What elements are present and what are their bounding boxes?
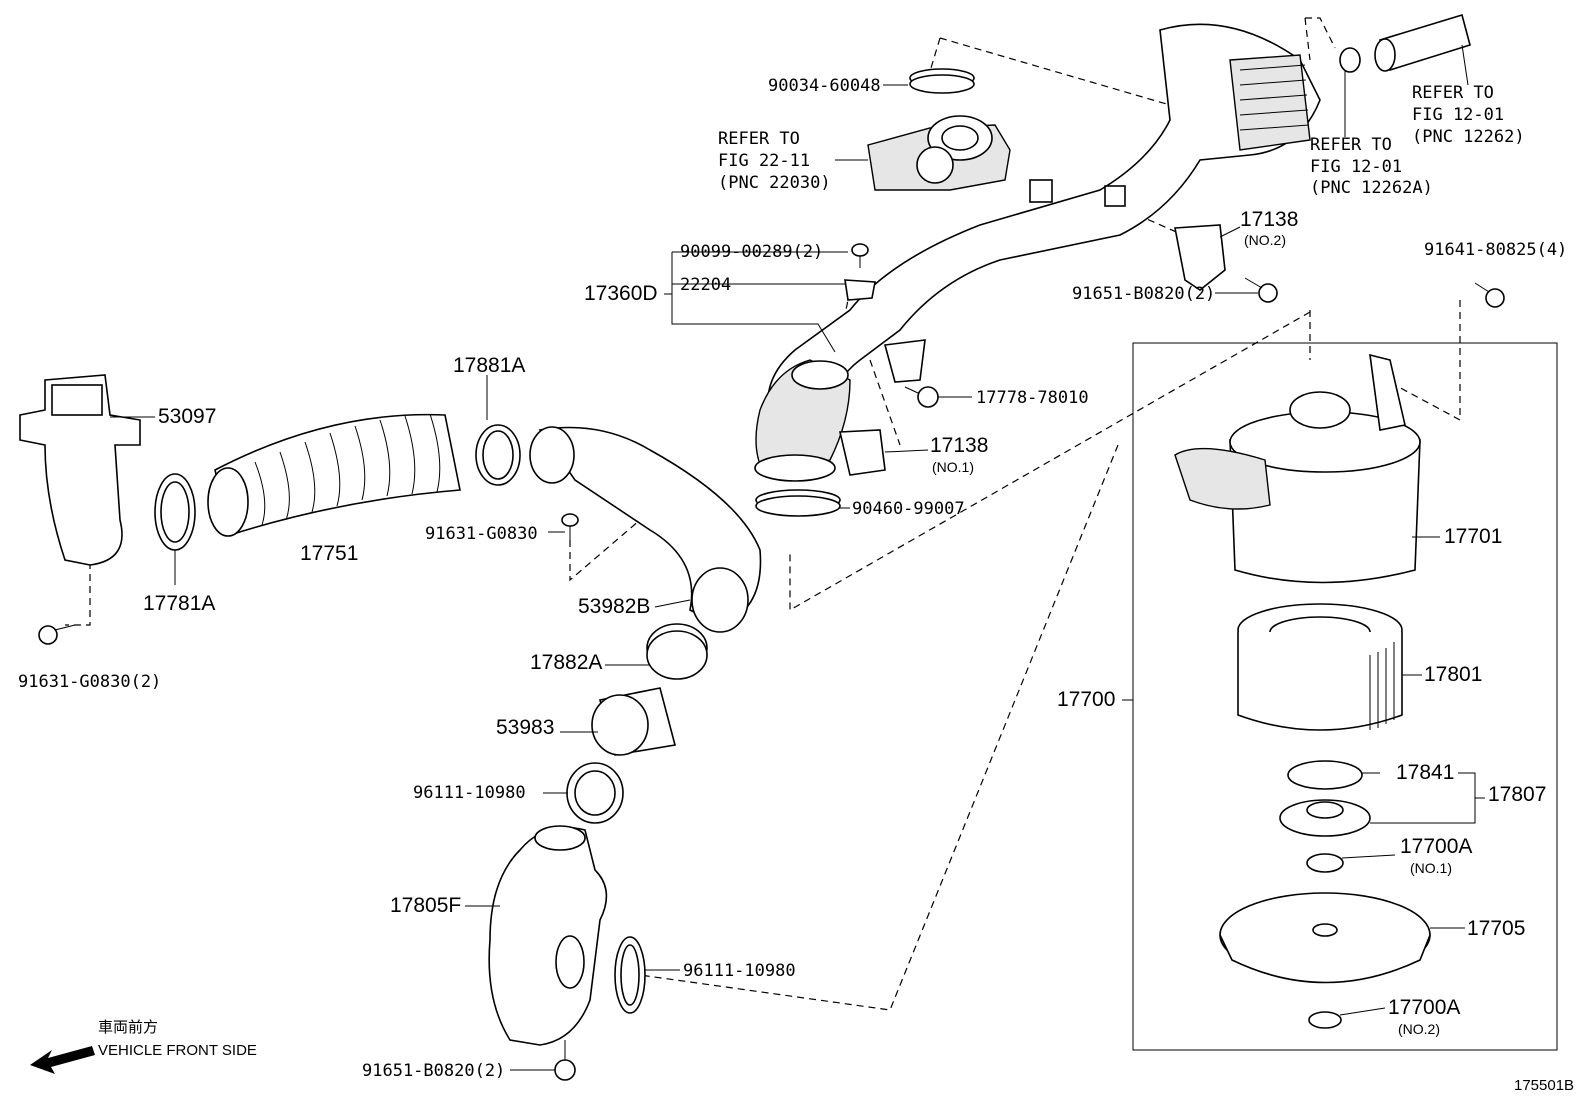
label-17700A-no1-note: (NO.1)	[1410, 860, 1452, 876]
svg-text:FIG 22-11: FIG 22-11	[718, 151, 810, 171]
clamp-96111-upper	[566, 762, 624, 824]
grommet-17700A-no2	[1308, 1011, 1342, 1029]
bolt-17778	[904, 386, 939, 408]
clamp-17781A	[154, 473, 196, 551]
svg-text:(PNC 12262): (PNC 12262)	[1412, 127, 1525, 147]
label-90034: 90034-60048	[768, 76, 881, 96]
label-91651-bottom: 91651-B0820(2)	[362, 1061, 505, 1081]
inlet-53097	[19, 374, 141, 566]
sensor-clip-22204	[844, 279, 876, 301]
front-direction-arrow-icon	[30, 1046, 95, 1074]
label-96111-upper: 96111-10980	[413, 783, 526, 803]
label-53983: 53983	[496, 716, 554, 739]
label-91641: 91641-80825(4)	[1424, 240, 1567, 260]
label-17882A: 17882A	[530, 651, 602, 674]
svg-text:(PNC 22030): (PNC 22030)	[718, 173, 831, 193]
label-90460: 90460-99007	[852, 499, 965, 519]
label-17807: 17807	[1488, 783, 1546, 806]
ring-17841	[1287, 760, 1363, 790]
label-17781A: 17781A	[143, 592, 215, 615]
label-17138-no1-note: (NO.1)	[932, 459, 974, 475]
filter-element-17801	[1237, 603, 1403, 731]
inlet-duct-17360D	[767, 23, 1321, 422]
leader-lines	[110, 44, 1485, 1071]
label-17700A-no2-note: (NO.2)	[1398, 1021, 1440, 1037]
joint-53983	[591, 687, 676, 756]
svg-text:REFER TO: REFER TO	[1310, 135, 1392, 155]
label-17751: 17751	[300, 542, 358, 565]
label-17705: 17705	[1467, 917, 1525, 940]
clamp-17881A	[475, 424, 521, 486]
hose-53982B	[529, 426, 762, 633]
label-17841: 17841	[1396, 761, 1454, 784]
label-90099: 90099-00289(2)	[680, 242, 823, 262]
label-91631-left: 91631-G0830(2)	[18, 672, 161, 692]
bolt-91631-left	[38, 624, 76, 645]
svg-text:REFER TO: REFER TO	[718, 129, 800, 149]
bolt-91641	[1474, 282, 1505, 308]
ref-throttle-note: REFER TO FIG 22-11 (PNC 22030)	[718, 129, 831, 193]
label-17700: 17700	[1057, 688, 1115, 711]
label-17700A-no1: 17700A	[1400, 835, 1472, 858]
label-17801: 17801	[1424, 663, 1482, 686]
svg-text:REFER TO: REFER TO	[1412, 83, 1494, 103]
label-53097: 53097	[158, 405, 216, 428]
elbow-joint	[754, 359, 851, 482]
label-53982B: 53982B	[578, 595, 650, 618]
ref-hose-note: REFER TO FIG 12-01 (PNC 12262)	[1412, 83, 1525, 147]
clamp-96111-lower	[614, 936, 646, 1014]
bolt-91631-mid	[561, 513, 579, 545]
direction-label-jp: 車両前方	[98, 1019, 158, 1036]
air-cleaner-assembly-box	[1132, 342, 1558, 1051]
svg-text:FIG 12-01: FIG 12-01	[1412, 105, 1504, 125]
hose-12262	[1339, 13, 1471, 73]
label-17360D: 17360D	[584, 282, 658, 305]
band-clamp-90034	[909, 68, 975, 94]
bolt-91651-bottom	[554, 1040, 576, 1081]
svg-text:(PNC 12262A): (PNC 12262A)	[1310, 178, 1433, 198]
direction-label-en: VEHICLE FRONT SIDE	[98, 1042, 257, 1059]
bolt-91651-top	[1244, 277, 1278, 303]
label-17778: 17778-78010	[976, 388, 1089, 408]
label-17881A: 17881A	[453, 354, 525, 377]
label-17138-no1: 17138	[930, 434, 988, 457]
label-17138-no2: 17138	[1240, 208, 1298, 231]
screw-90099	[851, 243, 869, 268]
svg-text:FIG 12-01: FIG 12-01	[1310, 157, 1402, 177]
throttle-body	[867, 115, 1011, 191]
valve-17807	[1279, 799, 1371, 837]
figure-id: 175501B	[1514, 1077, 1574, 1094]
label-17138-no2-note: (NO.2)	[1244, 232, 1286, 248]
bracket-17138-no1	[839, 429, 886, 476]
label-91631-mid: 91631-G0830	[425, 524, 538, 544]
label-17700A-no2: 17700A	[1388, 996, 1460, 1019]
label-17805F: 17805F	[390, 894, 461, 917]
air-cleaner-case-17705	[1219, 892, 1431, 984]
label-22204: 22204	[680, 275, 731, 295]
grommet-17700A-no1	[1306, 853, 1344, 873]
bracket-17138-no2	[1174, 224, 1226, 291]
label-96111-lower: 96111-10980	[683, 961, 796, 981]
air-cleaner-cap-17701	[1174, 353, 1421, 584]
label-91651-top: 91651-B0820(2)	[1072, 284, 1215, 304]
ref-hose-a-note: REFER TO FIG 12-01 (PNC 12262A)	[1310, 135, 1433, 198]
hose-17751	[207, 413, 461, 537]
resonator-17805F	[488, 825, 608, 1046]
band-90460	[755, 489, 841, 517]
clamp-17882A	[646, 623, 708, 680]
label-17701: 17701	[1444, 525, 1502, 548]
